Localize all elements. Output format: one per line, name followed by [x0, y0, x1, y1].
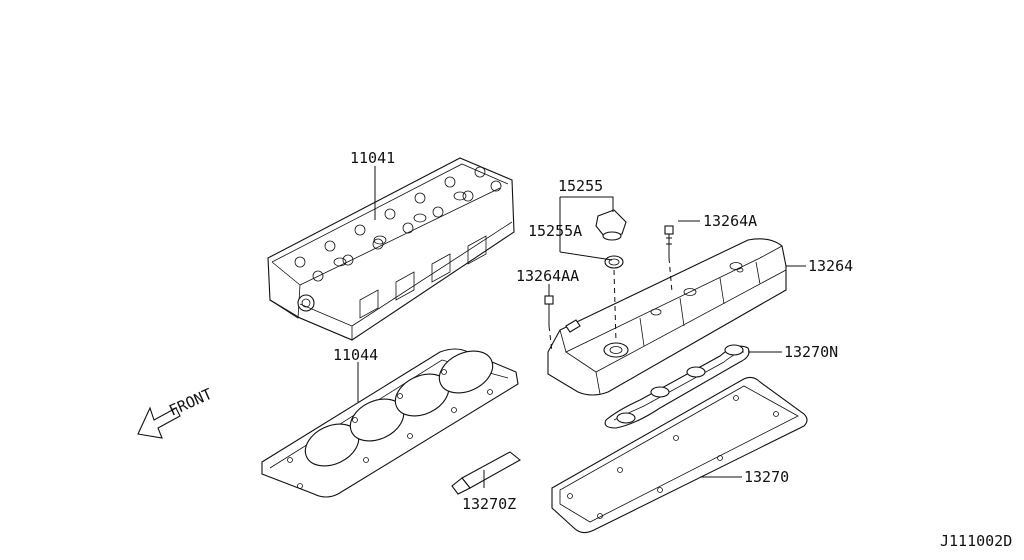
rocker-cover-drawing[interactable] — [547, 238, 787, 396]
head-gasket-drawing[interactable] — [261, 343, 519, 498]
plug-tube-gasket-drawing[interactable] — [604, 344, 750, 429]
label-13270z[interactable]: 13270Z — [462, 495, 516, 513]
label-13270[interactable]: 13270 — [744, 468, 789, 486]
front-label: FRONT — [166, 385, 215, 420]
label-15255a[interactable]: 15255A — [528, 222, 582, 240]
stud-13264aa-drawing[interactable] — [544, 295, 554, 326]
cover-gasket-drawing[interactable] — [551, 376, 808, 534]
label-13264aa[interactable]: 13264AA — [516, 267, 579, 285]
label-11041[interactable]: 11041 — [350, 149, 395, 167]
label-15255[interactable]: 15255 — [558, 177, 603, 195]
label-11044[interactable]: 11044 — [333, 346, 378, 364]
drawing-code: J111002D — [940, 532, 1012, 550]
label-13264a[interactable]: 13264A — [703, 212, 757, 230]
label-13264[interactable]: 13264 — [808, 257, 853, 275]
oil-cap-drawing[interactable] — [595, 209, 627, 269]
cylinder-head-drawing[interactable] — [267, 157, 515, 341]
sealant-tube-drawing[interactable] — [451, 451, 521, 495]
leader-lines — [357, 166, 806, 488]
label-13270n[interactable]: 13270N — [784, 343, 838, 361]
front-direction-arrow — [137, 406, 181, 439]
bolt-13264a-drawing[interactable] — [664, 225, 674, 258]
